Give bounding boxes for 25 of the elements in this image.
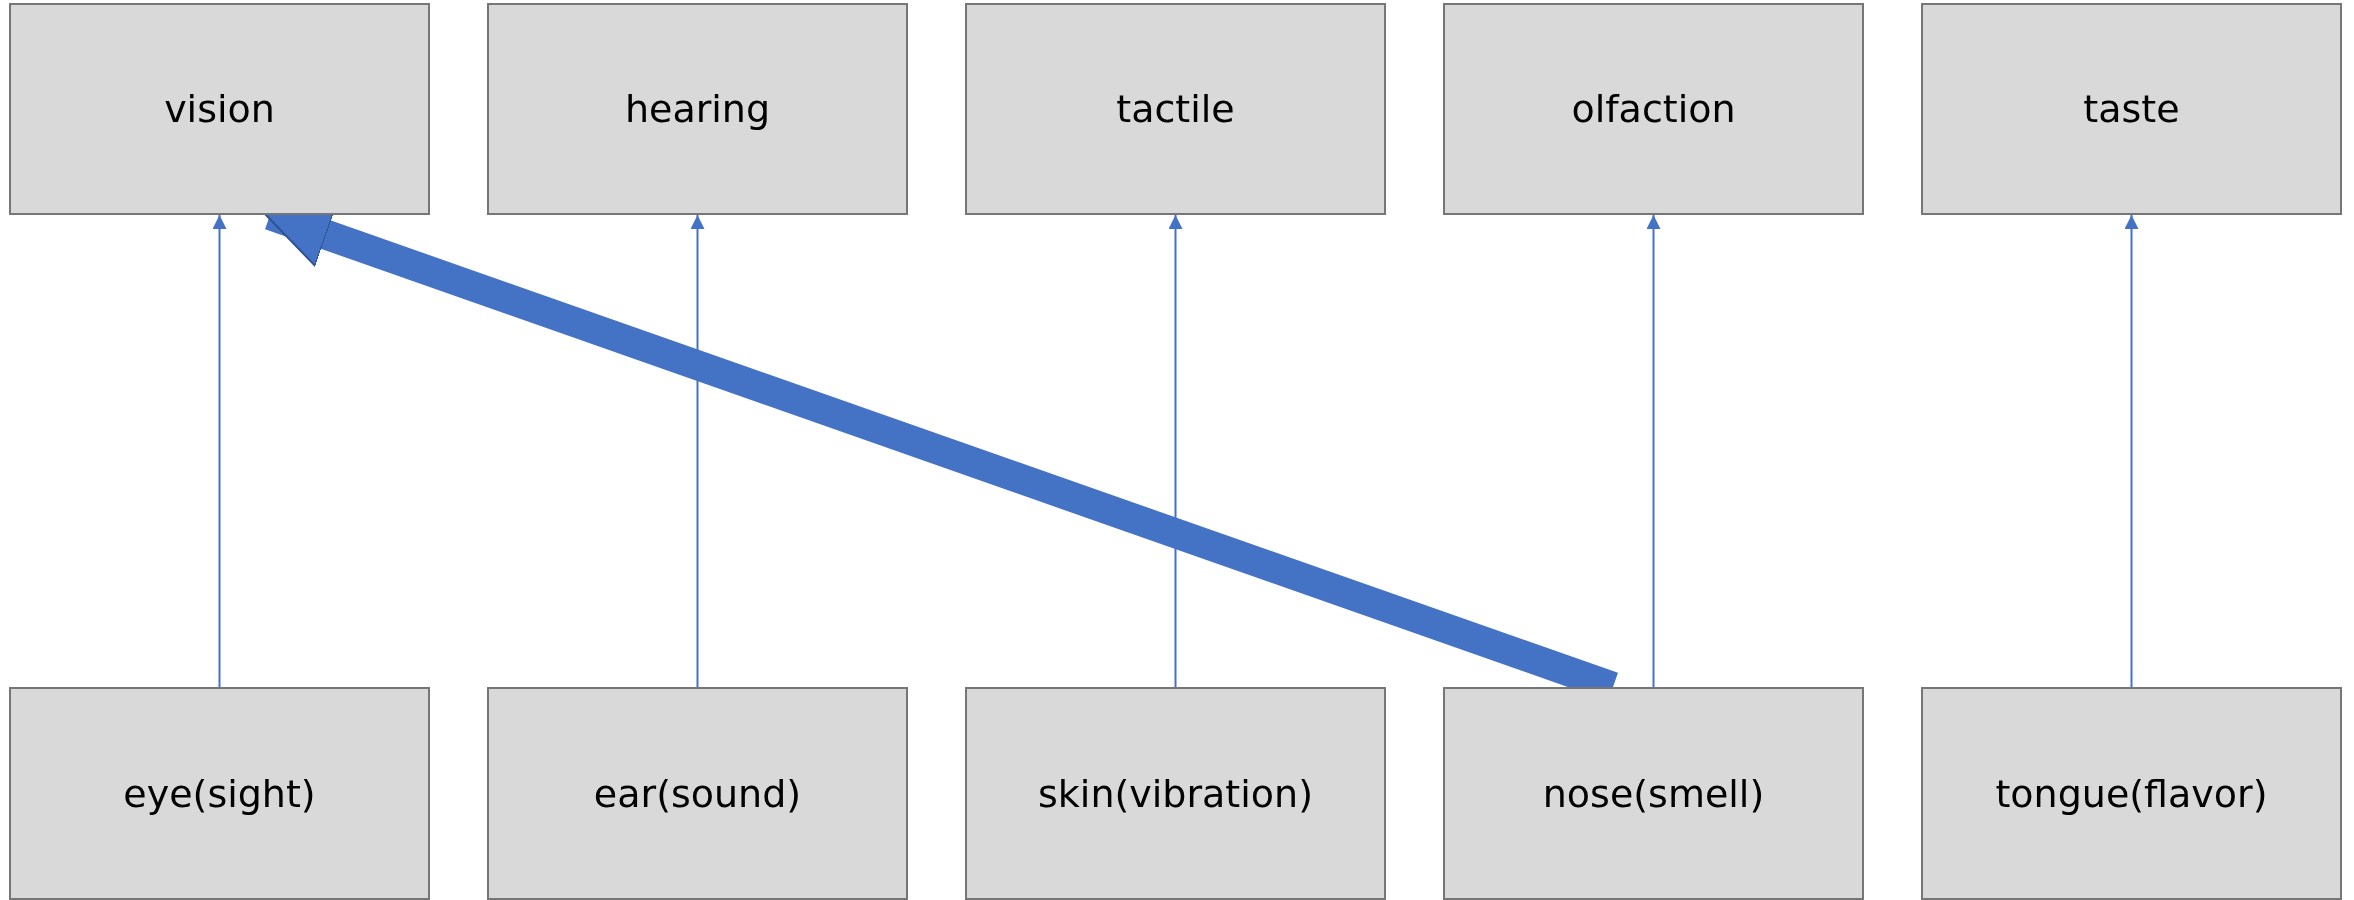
- category-box: [1921, 3, 2342, 215]
- category-box: [1443, 3, 1864, 215]
- arrow: [1646, 214, 1661, 688]
- category-box: [9, 3, 430, 215]
- category-box: [1443, 687, 1864, 900]
- category-box: [487, 687, 908, 900]
- category-box: [1921, 687, 2342, 900]
- box-label: nose(smell): [1542, 771, 1765, 816]
- box-label: olfaction: [1571, 87, 1736, 131]
- category-box: [487, 3, 908, 215]
- category-box: [9, 687, 430, 900]
- box-label: vision: [164, 87, 275, 131]
- category-box: [965, 3, 1386, 215]
- box-label: skin(vibration): [1038, 771, 1313, 816]
- box-label: taste: [2083, 87, 2180, 131]
- category-box: [965, 687, 1386, 900]
- box-label: ear(sound): [593, 771, 802, 816]
- box-label: tongue(flavor): [1995, 771, 2268, 816]
- arrow: [690, 214, 705, 688]
- arrow: [212, 214, 227, 688]
- box-label: eye(sight): [123, 771, 316, 816]
- box-label: tactile: [1116, 87, 1235, 131]
- arrow: [2124, 214, 2139, 688]
- box-label: hearing: [624, 87, 771, 131]
- arrow: [1168, 214, 1183, 688]
